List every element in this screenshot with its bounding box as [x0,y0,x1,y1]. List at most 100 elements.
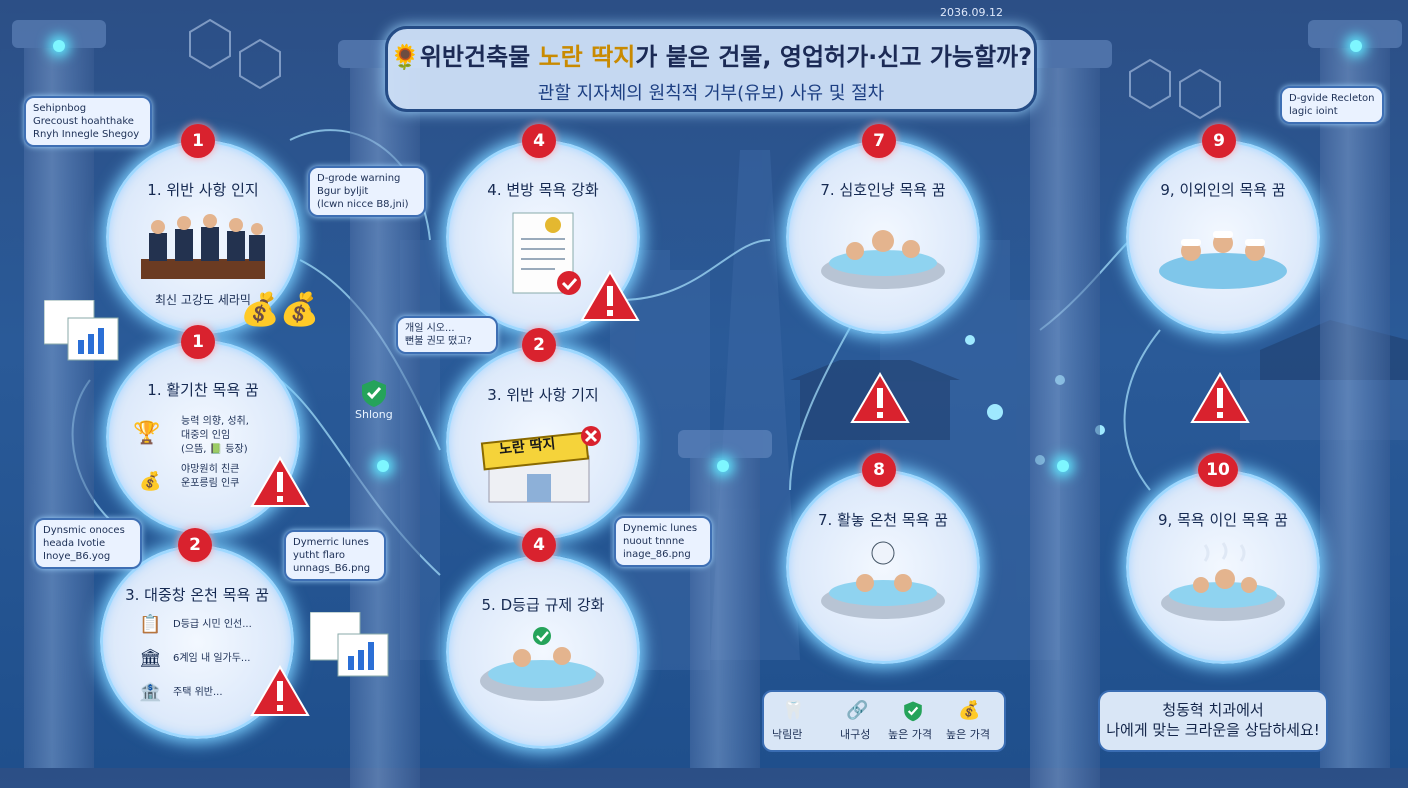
shield-check-icon [361,380,386,407]
building-icon: 🏛 [139,648,162,669]
step-label: 9, 목욕 이인 목욕 꿈 [1158,511,1288,529]
warning-icon [1190,372,1250,423]
cta-line: 청동혁 치과에서 [1162,701,1264,719]
hot-tub-icon [1159,231,1287,289]
cta-panel[interactable]: 청동혁 치과에서 나에게 맞는 크라운을 상담하세요! [1098,690,1328,752]
feature-label: 내구성 [840,728,871,741]
step-number-badge: 10 [1198,453,1238,487]
money-bags-icon: 💰💰 [240,290,320,328]
cta-line: 나에게 맞는 크라운을 상담하세요! [1106,721,1320,739]
pillar-mid-1 [678,430,772,768]
step-number-badge: 2 [178,528,212,562]
building-sign-icon [480,426,601,503]
title-panel: 🌻위반건축물 노란 딱지가 붙은 건물, 영업허가·신고 가능할까? 관할 지자… [385,26,1037,112]
date-stamp: 2036.09.12 [940,6,1003,19]
speech-bubble: 개일 시오... 뻔불 권모 떴고? [396,316,498,354]
money-bag-icon: 💰 [958,700,981,721]
step-label: 3. 대중창 온천 목욕 꿈 [125,586,269,604]
hot-tub-icon [821,230,945,289]
bubble-line: D-gvide Recleton [1289,93,1375,104]
trophy-icon: 🏆 [133,421,161,446]
glow-gem-icon [1350,40,1362,52]
bubble-line: Dynemic lunes [623,523,698,534]
step-number-badge: 8 [862,453,896,487]
detail-line: 대중의 인임 [181,430,231,441]
certificate-icon [512,212,581,295]
bubble-line: (lcwn nicce B8,jni) [317,199,409,210]
link-icon: 🔗 [846,700,869,721]
step-number-badge: 2 [522,328,556,362]
step-number-badge: 4 [522,528,556,562]
report-chart-icon [310,612,389,677]
detail-line: 능력 의향, 성취, [181,416,249,427]
step-label: 9, 이외인의 목욕 꿈 [1160,181,1286,199]
step-label: 5. D등급 규제 강화 [481,596,605,614]
step-label: 1. 위반 사항 인지 [147,181,259,199]
page-title: 🌻위반건축물 노란 딱지가 붙은 건물, 영업허가·신고 가능할까? [388,37,1034,72]
report-chart-icon [44,300,119,361]
business-team-icon [141,214,265,279]
step-caption: 최신 고강도 세라믹 [155,293,251,307]
detail-line: 주택 위반... [173,687,223,698]
bubble-line: yutht flaro [293,550,346,561]
step-number-badge: 9 [1202,124,1236,158]
step-circle-1: 1. 위반 사항 인지 최신 고강도 세라믹 [106,140,300,334]
sunflower-icon: 🌻 [389,43,420,71]
bubble-line: Sehipnbog [33,103,87,114]
step-circle-8: 7. 활놓 온천 목욕 꿈 [786,470,980,664]
bubble-line: 개일 시오... [405,323,455,334]
bubble-line: heada Ivotie [43,538,106,549]
bubble-line: 뻔불 권모 떴고? [405,336,472,347]
step-detail: 능력 의향, 성취, 대중의 인임 (으뜸, 📗 등장) 야망원히 친큰 운포릉… [181,415,249,491]
title-part2: 가 붙은 건물, 영업허가·신고 가능할까? [635,43,1033,71]
glow-gem-icon [53,40,65,52]
detail-line: D등급 시민 인선... [173,619,252,630]
speech-bubble: Sehipnbog Grecoust hoahthake Rnyh Innegl… [24,96,152,147]
step-label: 1. 활기찬 목욕 꿈 [147,381,259,399]
bubble-line: Bgur byljit [317,186,369,197]
speech-bubble: Dymerric lunes yutht flaro unnags_B6.png [284,530,386,581]
bubble-line: Grecoust hoahthake [33,116,134,127]
shield-check-icon [904,701,922,722]
step-circle-10: 9, 목욕 이인 목욕 꿈 [1126,470,1320,664]
step-number-badge: 4 [522,124,556,158]
glow-gem-icon [1057,460,1069,472]
step-label: 7. 활놓 온천 목욕 꿈 [818,511,948,529]
speech-bubble: Dynemic lunes nuout tnnne inage_86.png [614,516,712,567]
bank-icon: 🏦 [139,682,162,703]
feature-label: 높은 가격 [946,728,990,741]
step-circle-7: 7. 심호인냥 목욕 꿈 [786,140,980,334]
step-circle-9: 9, 이외인의 목욕 꿈 [1126,140,1320,334]
feature-label: 높은 가격 [888,728,932,741]
glow-gem-icon [377,460,389,472]
step-label: 4. 변방 목욕 강화 [487,181,599,199]
step-circle-5: 3. 위반 사항 기지 노란 딱지 [446,345,640,539]
step-label: 3. 위반 사항 기지 [487,386,599,404]
page-subtitle: 관할 지자체의 원칙적 거부(유보) 사유 및 절차 [537,83,885,104]
warning-icon [850,372,910,423]
hot-tub-icon [1161,542,1285,621]
speech-bubble: D-grode warning Bgur byljit (lcwn nicce … [308,166,426,217]
detail-line: 6계임 내 일가두... [173,653,251,664]
bubble-line: Inoye_B6.yog [43,551,111,562]
bubble-line: inage_86.png [623,549,691,560]
checklist-icon: 📋 [139,614,162,635]
step-number-badge: 1 [181,124,215,158]
shield-label: Shlong [355,408,393,421]
speech-bubble: Dynsmic onoces heada Ivotie Inoye_B6.yog [34,518,142,569]
step-number-badge: 7 [862,124,896,158]
warning-icon [250,456,310,507]
money-bag-icon: 💰 [139,471,162,492]
bubble-line: lagic ioint [1289,106,1338,117]
detail-line: (으뜸, 📗 등장) [181,444,248,455]
hot-tub-icon [821,541,945,619]
bubble-line: Dymerric lunes [293,537,369,548]
detail-line: 운포릉림 인쿠 [181,478,240,489]
tooth-icon: 🦷 [782,700,805,721]
bubble-line: unnags_B6.png [293,563,371,574]
hot-tub-icon [480,627,604,701]
step-number-badge: 1 [181,325,215,359]
bubble-line: Dynsmic onoces [43,525,125,536]
warning-icon [250,665,310,716]
bubble-line: D-grode warning [317,173,401,184]
